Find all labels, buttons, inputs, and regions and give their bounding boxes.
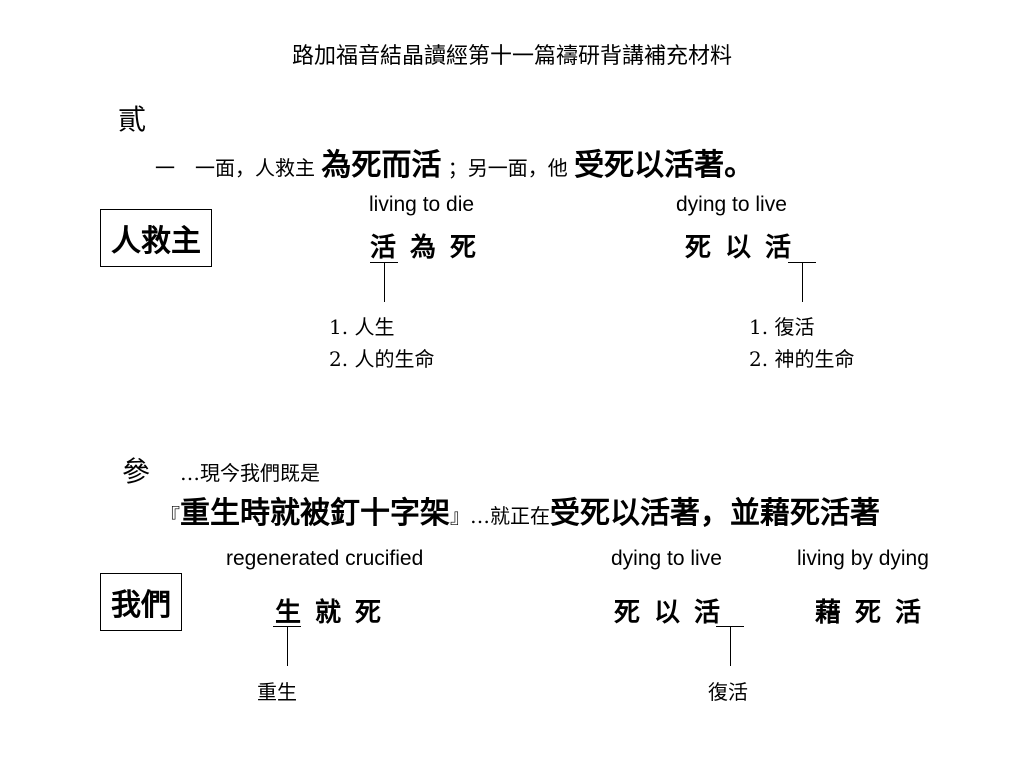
line2-bold-1: 重生時就被釘十字架 [180,496,450,531]
chars-die-to-live-2: 死以活 [614,598,735,628]
page-title: 路加福音結晶讀經第十一篇禱研背講補充材料 [291,44,732,69]
line-prefix: 一 一面，人救主 [155,156,315,180]
english-regenerated-crucified: regenerated crucified [226,547,424,570]
line2-bold-2: 受死以活著，並藉死活著 [550,496,880,531]
box-savior: 人救主 [100,209,212,267]
line-bold-2: 受死以活著。 [574,148,755,183]
line2-mid: …就正在 [470,504,550,528]
english-dying-to-live: dying to live [676,193,787,216]
bracket-stem-left [384,262,385,302]
close-quote: 』 [450,504,470,528]
note-right-2: 2. 神的生命 [749,347,855,371]
note-col2: 復活 [708,680,748,704]
bracket-stem-right [802,262,803,302]
line-mid: ；另一面，他 [447,156,568,180]
chars-live-for-die: 活為死 [370,233,491,263]
bracket-stem-col2 [730,626,731,666]
line-bold-1: 為死而活 [321,148,442,183]
section-marker-3: 參 [122,455,151,488]
section-3-line-2: 『重生時就被釘十字架』…就正在受死以活著，並藉死活著 [160,488,880,532]
box-we: 我們 [100,573,182,631]
chars-born-then-die: 生就死 [275,598,396,628]
bracket-stem-col1 [287,626,288,666]
note-left-1: 1. 人生 [329,315,395,339]
english-living-to-die: living to die [369,193,475,216]
note-col1: 重生 [257,680,297,704]
chars-by-die-live: 藉死活 [815,598,936,628]
open-quote: 『 [160,504,180,528]
english-living-by-dying: living by dying [797,547,929,570]
note-left-2: 2. 人的生命 [329,347,435,371]
chars-die-to-live: 死以活 [685,233,806,263]
section-2-line: 一 一面，人救主 為死而活 ；另一面，他 受死以活著。 [155,140,754,184]
english-dying-to-live-2: dying to live [611,547,722,570]
section-marker-2: 貳 [118,103,147,136]
section-3-line-1: …現今我們既是 [180,461,320,485]
note-right-1: 1. 復活 [749,315,815,339]
